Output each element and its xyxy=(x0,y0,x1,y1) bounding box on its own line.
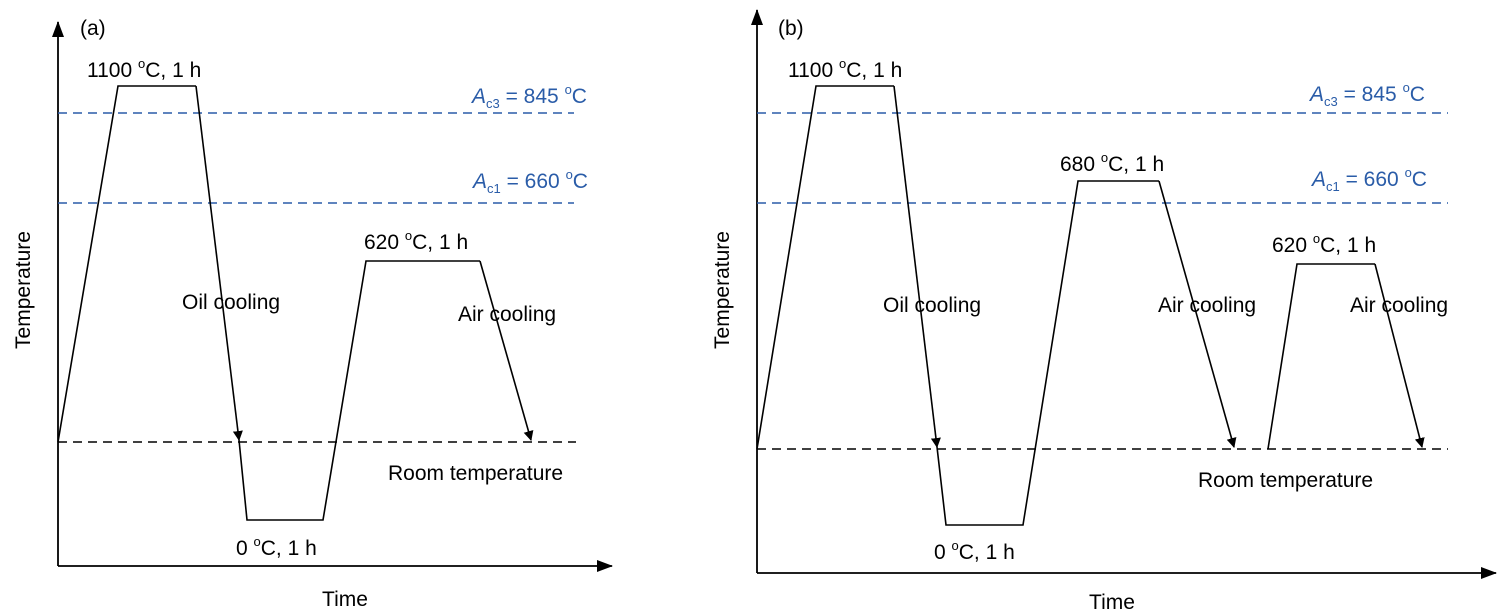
panel-a-room-label: Room temperature xyxy=(388,462,563,485)
panel-b-air-cooling-label-2: Air cooling xyxy=(1350,294,1448,317)
panel-b-room-label: Room temperature xyxy=(1198,469,1373,492)
panel-a-step-1-label: 1100 oC, 1 h xyxy=(87,56,201,82)
panel-a-ac3-label: Ac3 = 845 oC xyxy=(470,82,587,111)
panel-a-ac1-label: Ac1 = 660 oC xyxy=(471,167,588,196)
panel-b-oil-cooling-arrow xyxy=(893,85,941,448)
panel-b-y-axis-label: Temperature xyxy=(711,231,734,349)
panel-a-quench-segment xyxy=(238,260,480,521)
panel-a-oil-cooling-arrow xyxy=(195,85,243,441)
panel-b-x-axis-label: Time xyxy=(1089,591,1135,614)
panel-b-oil-cooling-label: Oil cooling xyxy=(883,294,981,317)
panel-a-x-axis-label: Time xyxy=(322,588,368,611)
panel-b-step-1-label: 1100 oC, 1 h xyxy=(788,56,902,82)
panel-b: (b) 1100 oC, 1 h Ac3 = 845 oC 680 oC, 1 … xyxy=(711,9,1497,614)
panel-b-step-3-label: 680 oC, 1 h xyxy=(1060,150,1164,176)
panel-b-air-cooling-arrow-1 xyxy=(1158,180,1237,448)
panel-b-ac3-label: Ac3 = 845 oC xyxy=(1308,80,1425,109)
panel-a-label: (a) xyxy=(80,17,106,40)
panel-b-label: (b) xyxy=(778,17,804,40)
panel-b-process-path xyxy=(756,85,894,450)
panel-b-ac1-label: Ac1 = 660 oC xyxy=(1310,165,1427,194)
panel-a-air-cooling-arrow xyxy=(479,260,534,441)
panel-b-step-4-label: 620 oC, 1 h xyxy=(1272,231,1376,257)
panel-a: (a) 1100 oC, 1 h Ac3 = 845 oC Ac1 = 660 … xyxy=(12,17,613,611)
panel-b-temper-segment xyxy=(1267,263,1375,450)
panel-a-process-path xyxy=(57,85,196,443)
panel-b-step-2-label: 0 oC, 1 h xyxy=(934,538,1015,564)
panel-a-y-axis-label: Temperature xyxy=(12,231,35,349)
panel-a-step-2-label: 0 oC, 1 h xyxy=(236,534,317,560)
panel-b-air-cooling-arrow-2 xyxy=(1374,263,1425,448)
panel-a-air-cooling-label: Air cooling xyxy=(458,303,556,326)
panel-b-quench-segment xyxy=(936,180,1159,526)
panel-b-air-cooling-label-1: Air cooling xyxy=(1158,294,1256,317)
panel-a-step-3-label: 620 oC, 1 h xyxy=(364,228,468,254)
panel-a-oil-cooling-label: Oil cooling xyxy=(182,291,280,314)
